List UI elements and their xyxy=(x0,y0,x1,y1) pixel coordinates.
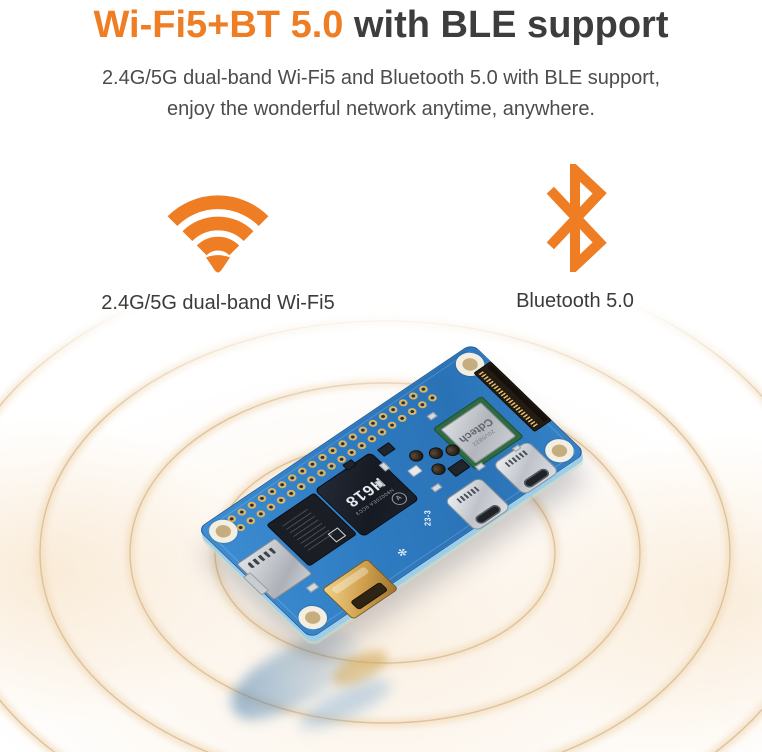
page-title: Wi-Fi5+BT 5.0 with BLE support xyxy=(0,4,762,47)
title-highlight: Wi-Fi5+BT 5.0 xyxy=(93,4,344,46)
bluetooth-icon xyxy=(546,158,607,278)
silkscreen-revision: 23-3 xyxy=(422,509,433,527)
wifi-icon xyxy=(167,195,269,273)
subtitle-line-2: enjoy the wonderful network anytime, any… xyxy=(166,98,595,120)
wifi-feature-label: 2.4G/5G dual-band Wi-Fi5 xyxy=(101,292,335,314)
title-rest: with BLE support xyxy=(343,4,669,46)
feature-bluetooth: Bluetooth 5.0 xyxy=(445,158,705,313)
header: Wi-Fi5+BT 5.0 with BLE support 2.4G/5G d… xyxy=(0,0,762,125)
bluetooth-feature-label: Bluetooth 5.0 xyxy=(516,290,634,312)
feature-wifi: 2.4G/5G dual-band Wi-Fi5 xyxy=(88,182,348,315)
qc-sticker xyxy=(327,527,347,543)
subtitle: 2.4G/5G dual-band Wi-Fi5 and Bluetooth 5… xyxy=(0,63,762,125)
subtitle-line-1: 2.4G/5G dual-band Wi-Fi5 and Bluetooth 5… xyxy=(101,67,661,89)
